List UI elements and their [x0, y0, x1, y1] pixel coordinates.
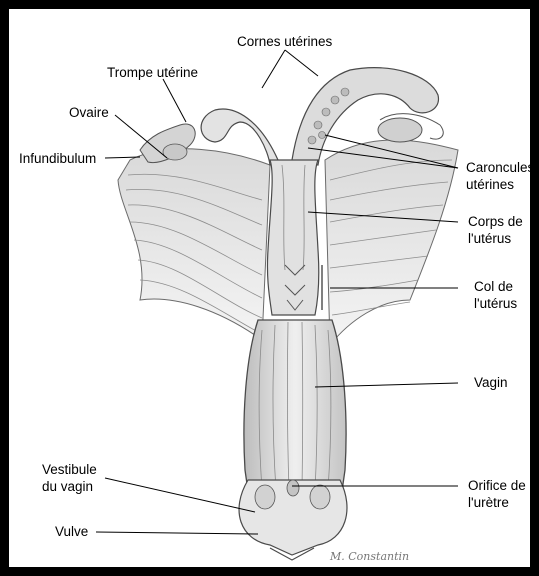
artist-signature: M. Constantin — [329, 550, 409, 563]
vagina — [244, 320, 346, 505]
label-cornes-uterines: Cornes utérines — [237, 33, 332, 50]
label-col-uterus: Col de l'utérus — [474, 278, 517, 312]
label-corps-uterus: Corps de l'utérus — [468, 213, 523, 247]
leader-vestibule — [105, 478, 255, 512]
leader-cornes-left — [262, 50, 285, 88]
leader-vulve — [96, 532, 258, 534]
vestibule-and-vulva — [239, 480, 347, 560]
label-trompe-uterine: Trompe utérine — [107, 64, 198, 81]
label-vestibule-vagin: Vestibule du vagin — [42, 461, 97, 495]
leader-trompe — [163, 79, 186, 122]
leader-cornes-right — [285, 50, 318, 76]
label-vulve: Vulve — [55, 523, 88, 540]
uterine-body — [267, 160, 318, 315]
label-orifice-uretre: Orifice de l'urètre — [468, 477, 526, 511]
label-vagin: Vagin — [474, 374, 508, 391]
label-infundibulum: Infundibulum — [19, 150, 96, 167]
label-ovaire: Ovaire — [69, 104, 109, 121]
right-ovary-and-tube — [378, 114, 443, 142]
broad-ligament-left — [118, 149, 270, 340]
label-caroncules-uterines: Caroncules utérines — [466, 159, 534, 193]
broad-ligament-right — [325, 140, 458, 345]
